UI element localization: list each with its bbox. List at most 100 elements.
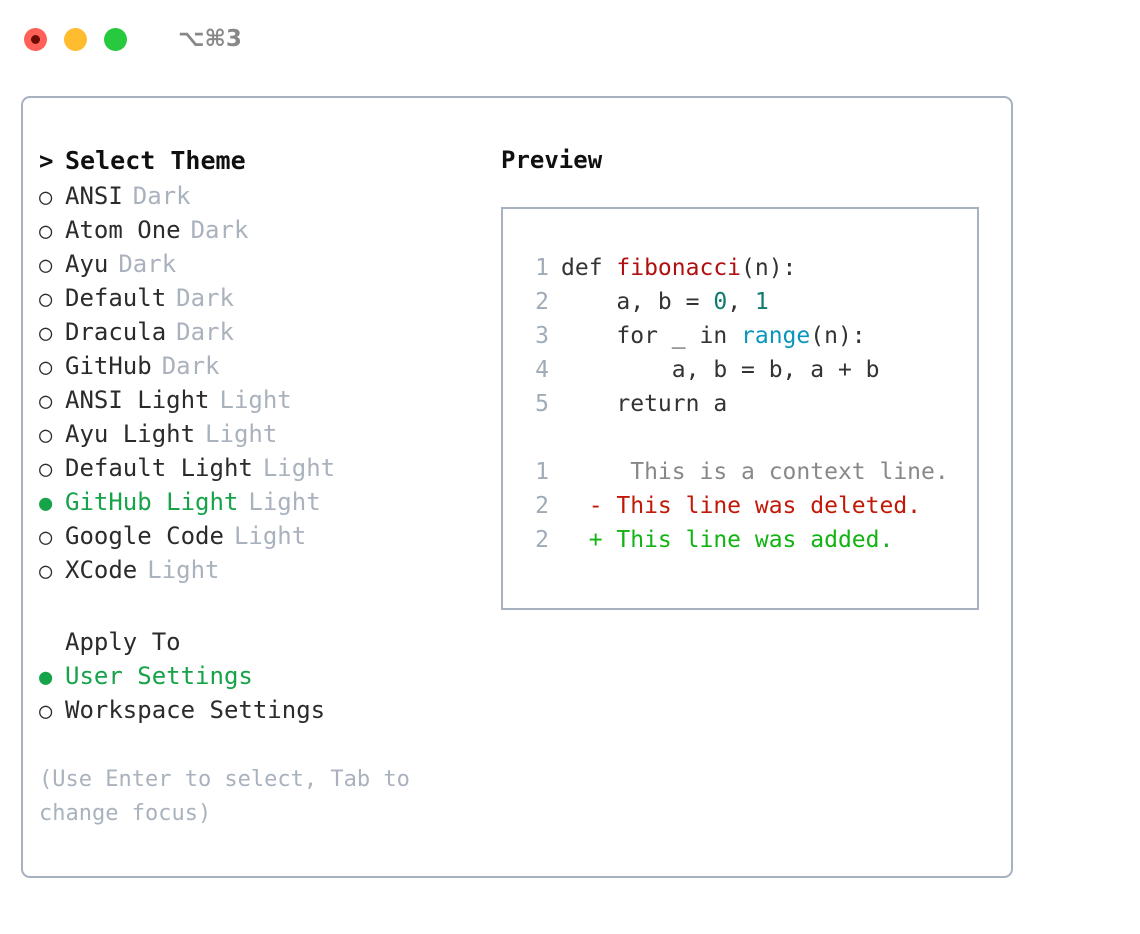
radio-unselected-icon: ○ bbox=[39, 355, 53, 380]
radio-unselected-icon: ○ bbox=[39, 525, 53, 550]
theme-variant-tag: Light bbox=[147, 556, 220, 584]
title-bar: ⌥⌘3 bbox=[0, 0, 1140, 78]
code-token: (n): bbox=[741, 255, 797, 281]
apply-to-option[interactable]: ○ Workspace Settings bbox=[39, 696, 469, 730]
radio-unselected-icon: ○ bbox=[39, 423, 53, 448]
line-number: 2 bbox=[535, 289, 549, 315]
theme-name: ANSI Light bbox=[65, 386, 210, 414]
code-token: a, b = bbox=[561, 289, 714, 315]
theme-variant-tag: Dark bbox=[118, 250, 177, 278]
radio-selected-icon: ● bbox=[39, 491, 53, 516]
radio-unselected-icon: ○ bbox=[39, 321, 53, 346]
line-number: 1 bbox=[535, 459, 549, 485]
radio-unselected-icon: ○ bbox=[39, 219, 53, 244]
theme-name: Ayu bbox=[65, 250, 109, 278]
code-token: (n): bbox=[810, 323, 866, 349]
theme-list-item[interactable]: ○ Google Code Light bbox=[39, 522, 469, 556]
section-spacer bbox=[39, 590, 469, 628]
theme-variant-tag: Dark bbox=[176, 284, 234, 312]
theme-name: Default bbox=[65, 284, 167, 312]
apply-to-label: Apply To bbox=[65, 628, 181, 656]
theme-name: Dracula bbox=[65, 318, 167, 346]
apply-to-header: Apply To bbox=[39, 628, 469, 662]
theme-variant-tag: Light bbox=[233, 522, 307, 550]
maximize-button[interactable] bbox=[104, 27, 127, 51]
theme-list-item[interactable]: ○ ANSI Light Light bbox=[39, 386, 469, 420]
window-controls bbox=[24, 27, 127, 51]
code-token: fibonacci bbox=[616, 255, 742, 281]
minimize-button[interactable] bbox=[64, 27, 87, 51]
theme-name: Default Light bbox=[65, 454, 253, 482]
theme-name: Atom One bbox=[65, 216, 181, 244]
diff-marker bbox=[561, 459, 603, 485]
select-theme-label: Select Theme bbox=[65, 146, 246, 175]
diff-text: This line was deleted. bbox=[602, 493, 922, 519]
theme-variant-tag: Light bbox=[205, 420, 278, 448]
spacer-icon bbox=[39, 633, 65, 655]
diff-sample: 1 This is a context line.2 - This line w… bbox=[521, 459, 977, 561]
theme-name: ANSI bbox=[65, 182, 123, 210]
radio-unselected-icon: ○ bbox=[39, 559, 53, 584]
close-button[interactable] bbox=[24, 27, 47, 51]
code-token: def bbox=[561, 255, 617, 281]
radio-unselected-icon: ○ bbox=[39, 457, 53, 482]
theme-variant-tag: Light bbox=[248, 488, 321, 516]
code-token: for _ in bbox=[561, 323, 742, 349]
code-token: 0 bbox=[713, 289, 728, 315]
code-line: 3 for _ in range(n): bbox=[521, 323, 977, 357]
keyboard-shortcut-label: ⌥⌘3 bbox=[178, 26, 242, 52]
radio-unselected-icon: ○ bbox=[39, 389, 53, 414]
theme-list-item[interactable]: ○ GitHub Dark bbox=[39, 352, 469, 386]
apply-to-option-label: User Settings bbox=[65, 662, 253, 690]
theme-list-item[interactable]: ○ ANSI Dark bbox=[39, 182, 469, 216]
code-token: range bbox=[741, 323, 811, 349]
theme-variant-tag: Light bbox=[262, 454, 336, 482]
theme-variant-tag: Dark bbox=[176, 318, 234, 346]
line-number: 2 bbox=[535, 527, 549, 553]
theme-name: Google Code bbox=[65, 522, 224, 550]
theme-list-item[interactable]: ○ Atom One Dark bbox=[39, 216, 469, 250]
radio-unselected-icon: ○ bbox=[39, 185, 53, 210]
prompt-marker-icon: > bbox=[39, 147, 54, 175]
apply-to-option-label: Workspace Settings bbox=[65, 696, 326, 724]
record-indicator-icon bbox=[31, 34, 40, 44]
theme-variant-tag: Dark bbox=[132, 182, 191, 210]
code-token: return a bbox=[561, 391, 728, 417]
line-number: 2 bbox=[535, 493, 549, 519]
theme-name: GitHub Light bbox=[65, 488, 239, 516]
theme-name: GitHub bbox=[65, 352, 152, 380]
apply-to-option[interactable]: ● User Settings bbox=[39, 662, 469, 696]
theme-name: Ayu Light bbox=[65, 420, 196, 448]
diff-text: This is a context line. bbox=[602, 459, 949, 485]
line-number: 5 bbox=[535, 391, 549, 417]
theme-list-item[interactable]: ○ Dracula Dark bbox=[39, 318, 469, 352]
code-token: a, b = b, a + b bbox=[561, 357, 880, 383]
code-line: 4 a, b = b, a + b bbox=[521, 357, 977, 391]
line-number: 4 bbox=[535, 357, 549, 383]
theme-list-item[interactable]: ○ Ayu Light Light bbox=[39, 420, 469, 454]
diff-line: 1 This is a context line. bbox=[521, 459, 977, 493]
select-theme-header: > Select Theme bbox=[39, 146, 469, 180]
diff-spacer bbox=[521, 425, 977, 459]
diff-line: 2 - This line was deleted. bbox=[521, 493, 977, 527]
theme-list-item[interactable]: ○ Default Light Light bbox=[39, 454, 469, 488]
theme-variant-tag: Dark bbox=[190, 216, 249, 244]
line-number: 1 bbox=[535, 255, 549, 281]
diff-marker: + bbox=[561, 527, 603, 553]
theme-list-item[interactable]: ● GitHub Light Light bbox=[39, 488, 469, 522]
diff-line: 2 + This line was added. bbox=[521, 527, 977, 561]
code-line: 5 return a bbox=[521, 391, 977, 425]
radio-unselected-icon: ○ bbox=[39, 699, 53, 724]
radio-selected-icon: ● bbox=[39, 665, 53, 690]
theme-variant-tag: Light bbox=[219, 386, 292, 414]
theme-variant-tag: Dark bbox=[161, 352, 220, 380]
